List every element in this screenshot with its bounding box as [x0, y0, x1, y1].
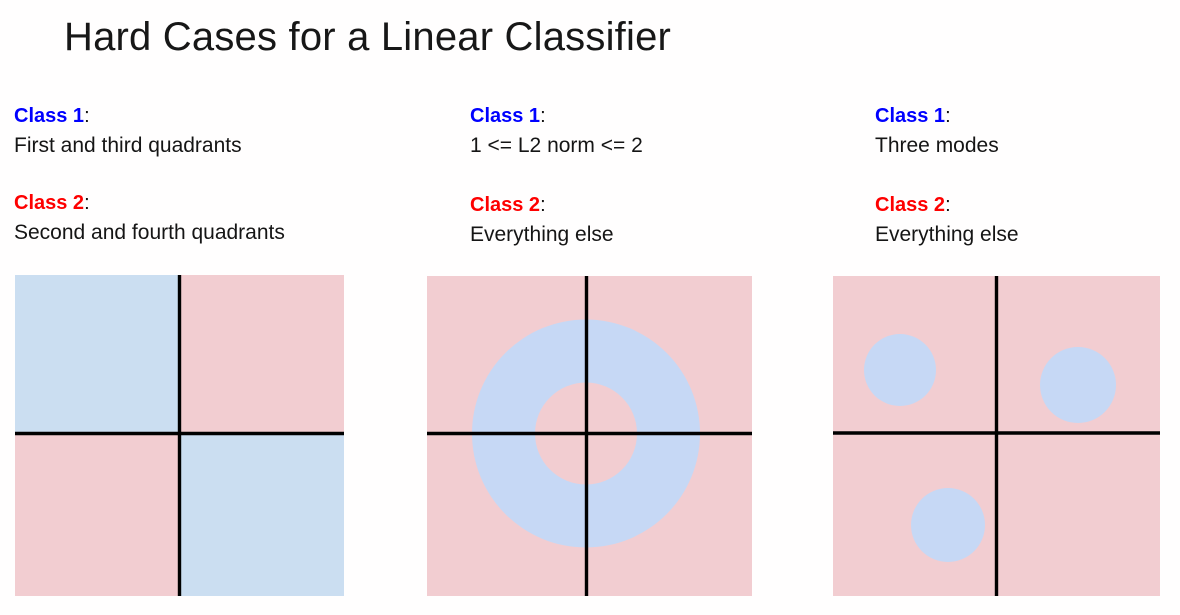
class-2-description: Second and fourth quadrants — [14, 221, 285, 245]
quadrants-diagram — [15, 275, 344, 596]
class-2-label: Class 2 — [875, 194, 946, 217]
class-1-heading: Class 1: — [14, 103, 424, 130]
case-column-three-modes: Class 1: Three modes Class 2: Everything… — [875, 103, 1175, 263]
class-2-colon: : — [945, 194, 951, 217]
three-modes-diagram — [833, 276, 1160, 596]
mode-circle-2 — [1040, 347, 1116, 423]
annulus-diagram — [427, 276, 752, 596]
page-title: Hard Cases for a Linear Classifier — [64, 15, 672, 59]
class-1-description: First and third quadrants — [14, 134, 242, 157]
class-1-block: Class 1: 1 <= L2 norm <= 2 — [470, 103, 770, 160]
class-2-heading: Class 2: — [470, 192, 770, 219]
mode-circle-1 — [864, 334, 936, 406]
region-bottom-left — [15, 433, 180, 596]
class-2-block: Class 2: Second and fourth quadrants — [14, 190, 424, 247]
class-1-description: Three modes — [875, 134, 999, 157]
class-1-heading: Class 1: — [875, 103, 1175, 130]
class-2-heading: Class 2: — [14, 190, 424, 217]
class-1-colon: : — [945, 105, 951, 127]
class-2-block: Class 2: Everything else — [875, 192, 1175, 249]
class-2-description: Everything else — [875, 223, 1019, 247]
class-1-label: Class 1 — [14, 105, 85, 127]
annulus-svg — [427, 276, 752, 596]
mode-circle-3 — [911, 488, 985, 562]
class-1-colon: : — [540, 105, 546, 127]
case-column-annulus: Class 1: 1 <= L2 norm <= 2 Class 2: Ever… — [470, 103, 770, 263]
class-1-description: 1 <= L2 norm <= 2 — [470, 134, 643, 157]
class-2-colon: : — [84, 192, 90, 215]
class-2-description: Everything else — [470, 223, 614, 247]
region-bottom-right — [180, 433, 344, 596]
class-2-label: Class 2 — [14, 192, 85, 215]
quadrants-svg — [15, 275, 344, 596]
three-modes-svg — [833, 276, 1160, 596]
region-top-right — [180, 275, 344, 433]
class-2-colon: : — [540, 194, 546, 217]
region-top-left — [15, 275, 180, 433]
class-1-label: Class 1 — [875, 105, 946, 127]
class-1-label: Class 1 — [470, 105, 541, 127]
class-2-heading: Class 2: — [875, 192, 1175, 219]
case-column-quadrants: Class 1: First and third quadrants Class… — [14, 103, 424, 261]
class-1-colon: : — [84, 105, 90, 127]
class-1-heading: Class 1: — [470, 103, 770, 130]
class-1-block: Class 1: First and third quadrants — [14, 103, 424, 160]
class-1-block: Class 1: Three modes — [875, 103, 1175, 160]
class-2-block: Class 2: Everything else — [470, 192, 770, 249]
class-2-label: Class 2 — [470, 194, 541, 217]
